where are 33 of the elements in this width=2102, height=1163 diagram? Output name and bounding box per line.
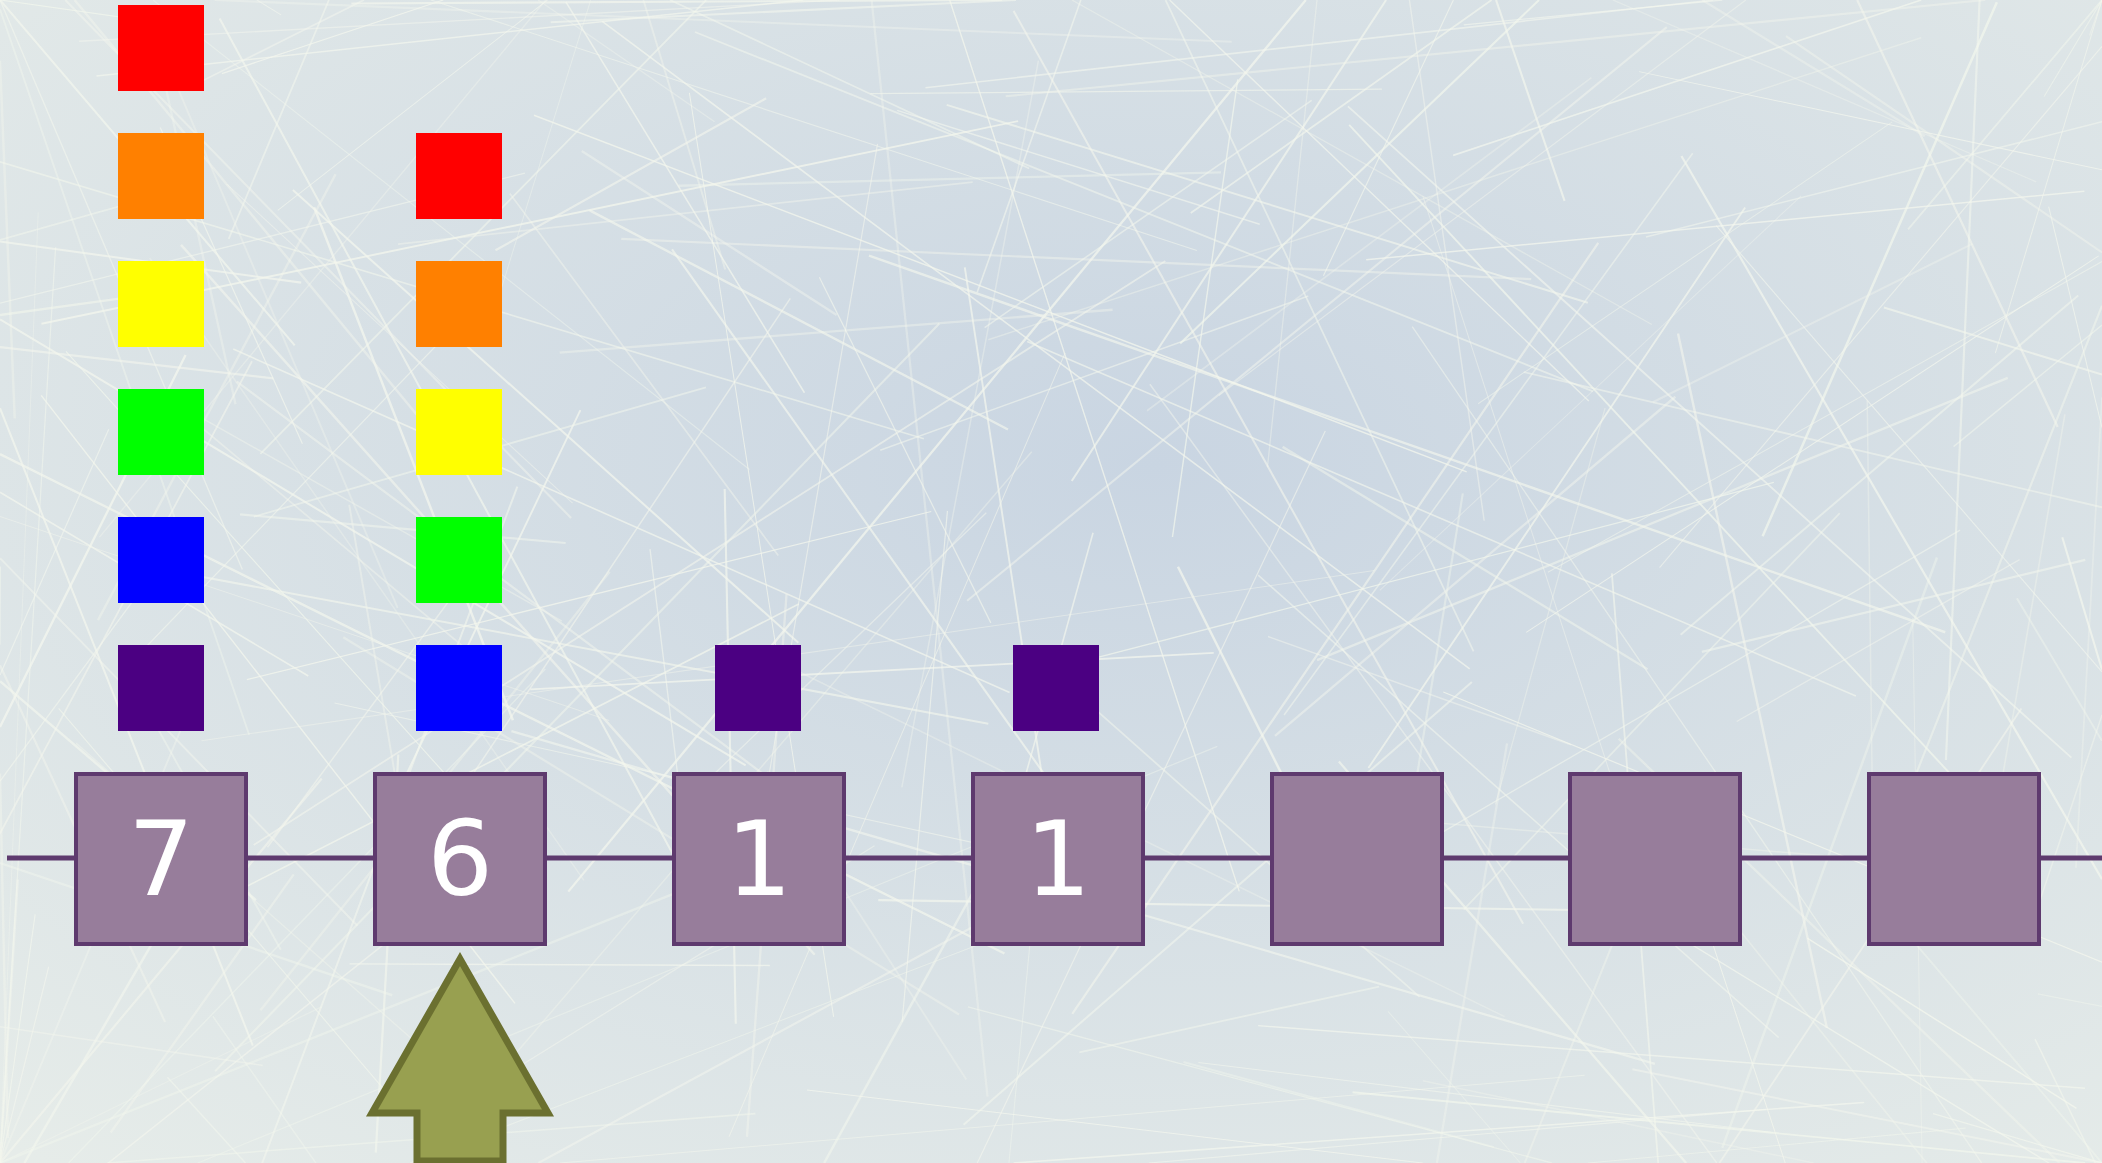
- cell-value: 1: [725, 807, 793, 911]
- color-square: [118, 133, 204, 219]
- color-square: [118, 5, 204, 91]
- array-cell: [672, 772, 846, 946]
- color-square: [416, 389, 502, 475]
- color-square: [118, 389, 204, 475]
- array-cell: [1568, 772, 1742, 946]
- color-square: [715, 645, 801, 731]
- connector-line: [1742, 855, 1867, 861]
- array-cell: [1270, 772, 1444, 946]
- connector-line: [7, 855, 74, 861]
- array-cell: [971, 772, 1145, 946]
- connector-line: [248, 855, 373, 861]
- array-cell: [1867, 772, 2041, 946]
- connector-line: [1444, 855, 1568, 861]
- connector-line: [846, 855, 971, 861]
- connector-line: [547, 855, 672, 861]
- array-cell: [373, 772, 547, 946]
- cell-value: 6: [426, 807, 494, 911]
- pointer-arrow: [365, 951, 555, 1163]
- cell-value: 7: [127, 807, 195, 911]
- color-square: [118, 517, 204, 603]
- array-cell: [74, 772, 248, 946]
- color-square: [416, 645, 502, 731]
- color-square: [416, 261, 502, 347]
- connector-line: [2041, 855, 2102, 861]
- color-square: [1013, 645, 1099, 731]
- color-square: [118, 645, 204, 731]
- connector-line: [1145, 855, 1270, 861]
- cell-value: 1: [1024, 807, 1092, 911]
- color-square: [416, 133, 502, 219]
- color-square: [416, 517, 502, 603]
- color-square: [118, 261, 204, 347]
